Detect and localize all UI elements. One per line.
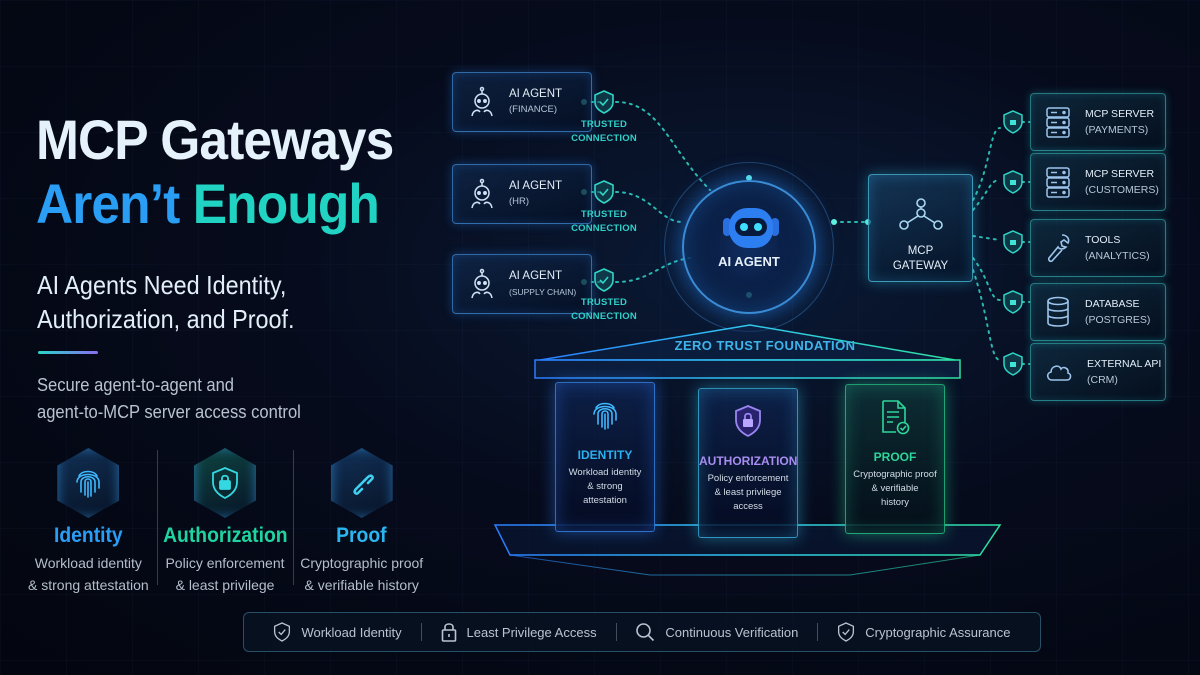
column-title: PROOF — [873, 450, 917, 464]
lock-icon — [441, 623, 456, 642]
feature-cryptographic-assurance: Cryptographic Assurance — [837, 622, 1011, 642]
chain-link-icon — [330, 448, 393, 518]
pillar-identity: Identity Workload identity& strong attes… — [20, 440, 157, 593]
column-title: IDENTITY — [577, 448, 633, 462]
subtitle-line-2: Authorization, and Proof. — [37, 304, 295, 334]
description-line-2: agent-to-MCP server access control — [37, 402, 301, 422]
agent-label: AI AGENT — [509, 88, 563, 100]
server-label: EXTERNAL API — [1087, 358, 1162, 370]
server-sub: (CRM) — [1087, 374, 1118, 386]
hub-outer-ring — [664, 162, 834, 332]
server-icon — [1046, 167, 1070, 198]
server-card-tools[interactable]: TOOLS (ANALYTICS) — [1030, 219, 1166, 277]
magnifier-icon — [636, 623, 655, 642]
shield-check-icon — [594, 268, 614, 292]
robot-icon — [471, 268, 493, 299]
fingerprint-icon — [593, 402, 617, 430]
database-icon — [1047, 296, 1069, 327]
gateway-label-1: MCP — [907, 245, 934, 257]
shield-lock-icon — [735, 405, 761, 438]
description-line-1: Secure agent-to-agent and — [37, 375, 235, 395]
column-title: AUTHORIZATION — [699, 454, 798, 468]
title-line-2b: Enough — [192, 172, 380, 235]
pillar-desc: Cryptographic proof& verifiable history — [300, 555, 424, 593]
description: Secure agent-to-agent and agent-to-MCP s… — [37, 372, 301, 426]
pillar-title: Identity — [53, 524, 123, 547]
server-card-database[interactable]: DATABASE (POSTGRES) — [1030, 283, 1166, 341]
pillar-title: Authorization — [162, 524, 288, 547]
separator — [615, 623, 617, 641]
server-card-payments[interactable]: MCP SERVER (PAYMENTS) — [1030, 93, 1166, 151]
subtitle: AI Agents Need Identity, Authorization, … — [37, 268, 295, 336]
page-title: MCP Gateways Aren’t Enough — [36, 108, 394, 236]
central-ai-agent[interactable] — [682, 180, 816, 314]
subtitle-line-1: AI Agents Need Identity, — [37, 270, 287, 300]
mcp-gateway[interactable]: MCP GATEWAY — [868, 174, 973, 282]
agent-label: AI AGENT — [509, 270, 563, 282]
server-label: MCP SERVER — [1085, 168, 1155, 180]
pillar-desc: Workload identity& strong attestation — [28, 555, 149, 593]
shield-check-icon — [274, 622, 291, 642]
lock-shield-icons — [1003, 110, 1023, 376]
server-label: DATABASE — [1085, 298, 1140, 310]
title-line-1: MCP Gateways — [36, 108, 394, 171]
agent-label: AI AGENT — [509, 180, 563, 192]
server-label: TOOLS — [1085, 234, 1121, 246]
feature-continuous-verification: Continuous Verification — [635, 622, 798, 642]
agent-card-finance[interactable]: AI AGENT (FINANCE) — [452, 72, 592, 132]
shield-check-icon — [594, 180, 614, 204]
accent-divider — [38, 351, 98, 354]
pillar-title: Proof — [336, 524, 387, 547]
agent-card-supply-chain[interactable]: AI AGENT (SUPPLY CHAIN) — [452, 254, 592, 314]
agent-sub: (SUPPLY CHAIN) — [509, 287, 577, 297]
pillar-authorization: Authorization Policy enforcement& least … — [156, 440, 294, 593]
column-authorization: AUTHORIZATION Policy enforcement& least … — [698, 388, 798, 538]
agent-card-hr[interactable]: AI AGENT (HR) — [452, 164, 592, 224]
pillar-summary: Identity Workload identity& strong attes… — [20, 440, 430, 593]
document-check-icon — [882, 400, 910, 435]
fingerprint-icon — [57, 448, 120, 518]
server-icon — [1046, 107, 1070, 138]
title-line-2a: Aren’t — [36, 172, 180, 235]
server-card-external-api[interactable]: EXTERNAL API (CRM) — [1030, 343, 1166, 401]
shield-lock-icon — [194, 448, 256, 518]
server-sub: (CUSTOMERS) — [1085, 184, 1159, 196]
shield-check-icon — [594, 90, 614, 114]
server-sub: (POSTGRES) — [1085, 314, 1151, 326]
hub-label: AI AGENT — [718, 254, 780, 269]
cloud-icon — [1046, 365, 1072, 381]
feature-bar: Workload Identity Least Privilege Access… — [243, 612, 1041, 652]
agent-sub: (FINANCE) — [509, 104, 558, 115]
server-sub: (ANALYTICS) — [1085, 250, 1150, 262]
server-card-customers[interactable]: MCP SERVER (CUSTOMERS) — [1030, 153, 1166, 211]
feature-workload-identity: Workload Identity — [273, 622, 402, 642]
robot-icon — [471, 178, 493, 209]
gateway-label-2: GATEWAY — [892, 260, 949, 272]
server-sub: (PAYMENTS) — [1085, 124, 1149, 136]
server-label: MCP SERVER — [1085, 108, 1155, 120]
wrench-icon — [1047, 234, 1070, 263]
separator — [817, 623, 819, 641]
agent-sub: (HR) — [509, 196, 530, 207]
separator — [420, 623, 422, 641]
shield-check-icon — [838, 622, 855, 642]
pillar-proof: Proof Cryptographic proof& verifiable hi… — [293, 440, 430, 593]
feature-least-privilege: Least Privilege Access — [441, 622, 597, 642]
foundation-label: ZERO TRUST FOUNDATION — [674, 338, 856, 353]
robot-head-icon — [723, 208, 779, 248]
robot-icon — [471, 86, 493, 117]
network-node-icon — [898, 198, 943, 230]
pillar-desc: Policy enforcement& least privilege — [165, 555, 285, 593]
